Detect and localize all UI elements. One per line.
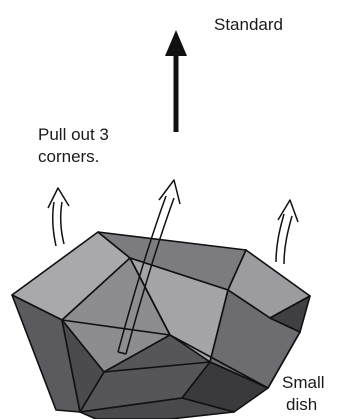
label-instruction-line1: Pull out 3	[38, 124, 109, 145]
label-instruction-line2: corners.	[38, 146, 99, 167]
standard-arrow	[165, 30, 187, 132]
pull-arrow-left	[48, 188, 69, 246]
pull-arrow-right	[276, 200, 298, 264]
small-dish	[12, 232, 310, 419]
label-standard: Standard	[214, 14, 283, 35]
label-dish: dish	[286, 394, 317, 415]
label-small: Small	[282, 372, 325, 393]
